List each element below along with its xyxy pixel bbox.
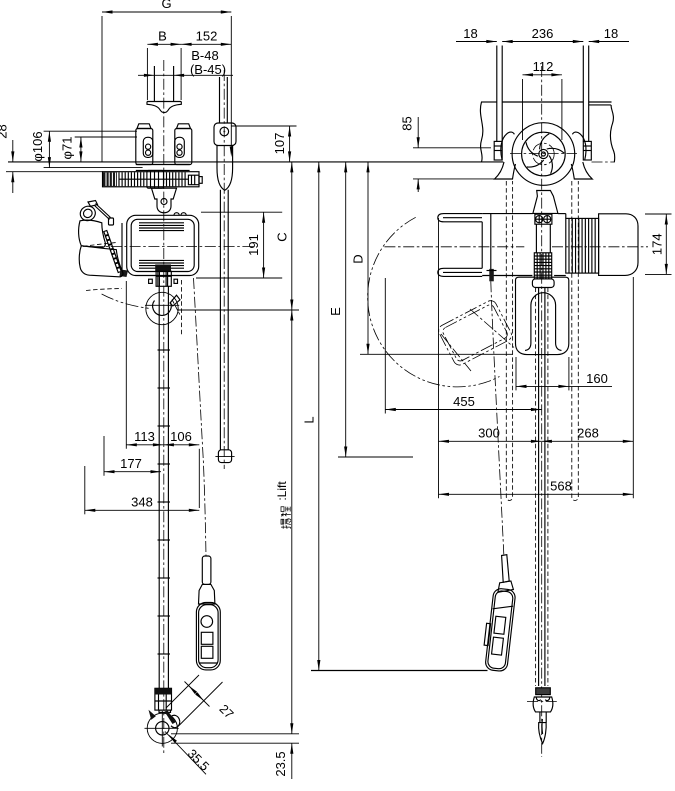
svg-text:268: 268 [577, 426, 599, 441]
svg-text:(B-45): (B-45) [190, 62, 226, 77]
svg-text:85: 85 [400, 116, 415, 130]
svg-text:D: D [351, 254, 366, 263]
svg-text:G: G [161, 0, 171, 11]
svg-text:φ71: φ71 [60, 137, 75, 160]
svg-text:L: L [301, 416, 316, 423]
svg-text:106: 106 [170, 429, 192, 444]
svg-text:174: 174 [649, 233, 664, 255]
svg-text:455: 455 [453, 394, 475, 409]
svg-text:107: 107 [272, 133, 287, 155]
svg-text:348: 348 [131, 495, 153, 510]
svg-text:28: 28 [0, 124, 10, 138]
svg-text::Lift: :Lift [275, 481, 289, 501]
svg-text:113: 113 [134, 429, 155, 444]
svg-text:E: E [328, 307, 343, 316]
svg-text:B: B [158, 29, 167, 44]
svg-text:18: 18 [604, 26, 618, 41]
svg-text:φ106: φ106 [30, 131, 45, 161]
svg-text:160: 160 [586, 371, 608, 386]
svg-text:23.5: 23.5 [273, 751, 288, 776]
svg-text:177: 177 [120, 456, 142, 471]
svg-text:18: 18 [463, 26, 477, 41]
svg-text:236: 236 [532, 26, 554, 41]
svg-text:C: C [274, 232, 289, 241]
svg-text:B-48: B-48 [191, 48, 218, 63]
svg-text:191: 191 [246, 234, 261, 256]
svg-text:152: 152 [196, 29, 218, 44]
svg-text:568: 568 [550, 479, 572, 494]
svg-text:300: 300 [478, 426, 500, 441]
svg-text:112: 112 [533, 59, 554, 74]
